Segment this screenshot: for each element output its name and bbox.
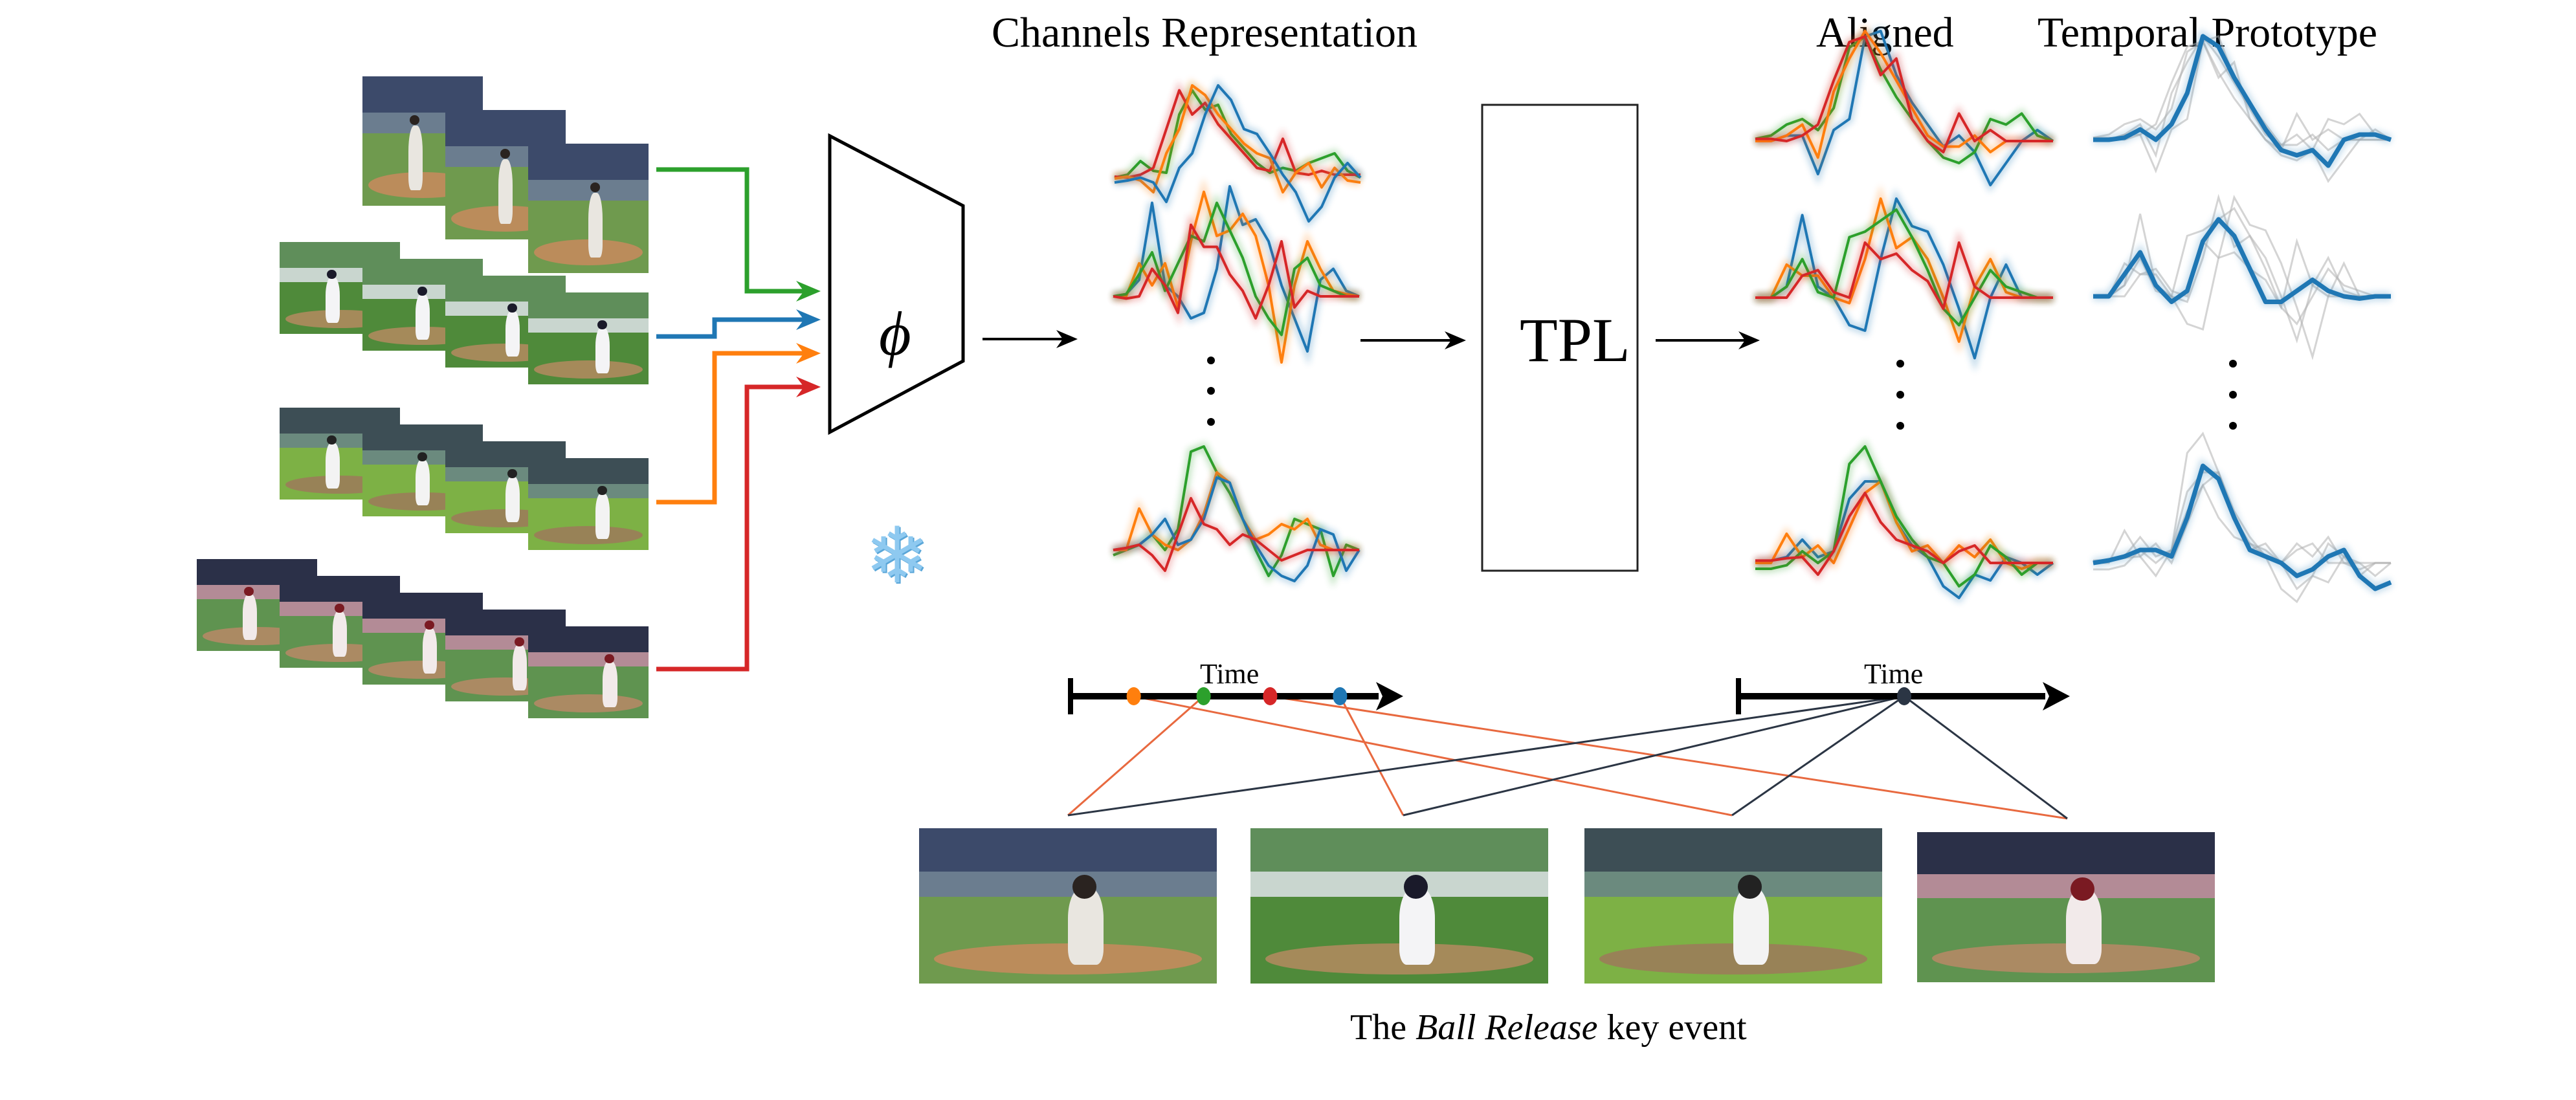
curve-red (1755, 492, 2053, 576)
curve-orange (1113, 190, 1360, 364)
raw-channel-1 (1113, 78, 1364, 228)
arrow-channels-to-tpl (1360, 331, 1466, 349)
ellipsis-aligned (1896, 360, 1904, 430)
curve-red (1755, 241, 2053, 310)
video-frame-thumbnail (528, 458, 649, 550)
link-aligned-to-frame (1403, 695, 1905, 817)
curve-green (1755, 35, 2054, 164)
link-raw-to-frame (1133, 695, 1733, 817)
curve-green (1755, 445, 2053, 588)
video-frame-thumbnail (528, 626, 649, 718)
prototype-curve (2093, 463, 2392, 591)
curve-red (1755, 35, 2053, 153)
raw-channel-2 (1112, 177, 1361, 366)
aligned-plot (1754, 23, 2056, 604)
member-curve (2093, 432, 2391, 591)
key-event-frame (919, 828, 1217, 984)
encoder-phi (828, 133, 965, 435)
caption-prefix: The (1350, 1007, 1416, 1048)
correspondence-links (1067, 695, 2068, 820)
curve-blue (1755, 197, 2053, 360)
channels-representation-plot (1111, 78, 1364, 588)
key-event-frame (1917, 832, 2215, 982)
curve-blue (1114, 84, 1362, 223)
curve-glow (1114, 79, 1361, 201)
ellipsis-prototype (2229, 360, 2237, 430)
curve-green (1113, 201, 1359, 336)
caption: The Ball Release key event (1350, 1009, 1747, 1046)
curve-glow (1755, 31, 2053, 159)
key-event-frame (1250, 828, 1548, 984)
link-aligned-to-frame (1904, 695, 2068, 820)
video-frame-thumbnail (528, 292, 649, 384)
aligned-channel-2 (1755, 184, 2053, 373)
stream-arrows (656, 167, 821, 672)
prototype-channel-N (2092, 432, 2393, 604)
timeline-marker-orange (1126, 687, 1141, 705)
ellipsis-channels (1207, 357, 1215, 426)
link-raw-to-frame (1339, 696, 1405, 816)
timeline-marker-red (1263, 687, 1278, 705)
arrow-encoder-to-channels (983, 330, 1078, 348)
snowflake-icon: ❄ (865, 511, 930, 601)
temporal-prototype-plot (2092, 28, 2393, 604)
stream-arrow-green (656, 167, 821, 302)
aligned-channel-N (1755, 439, 2056, 604)
timeline-marker-anchor (1897, 687, 1911, 705)
prototype-channel-2 (2093, 193, 2391, 360)
curve-blue (1113, 476, 1360, 582)
prototype-channel-1 (2093, 28, 2393, 183)
prototype-glow (2093, 28, 2393, 173)
curve-green (1755, 208, 2053, 327)
member-curve (2093, 39, 2392, 162)
encoder-symbol: ϕ (879, 299, 911, 368)
link-raw-to-frame (1270, 695, 2068, 820)
aligned-channel-1 (1754, 23, 2056, 193)
left-time-label: Time (1200, 658, 1260, 690)
curve-red (1113, 497, 1359, 572)
timeline-marker-green (1196, 687, 1211, 705)
prototype-curve (2093, 34, 2392, 168)
right-time-label: Time (1864, 658, 1924, 690)
arrow-tpl-to-aligned (1656, 331, 1760, 349)
prototype-glow (2093, 212, 2391, 308)
tpl-module (1481, 104, 1639, 572)
title-temporal-prototype: Temporal Prototype (2037, 9, 2378, 56)
prototype-curve (2093, 217, 2391, 304)
stream-arrow-red (656, 377, 821, 672)
stream-arrow-blue (656, 309, 821, 339)
raw-channel-N (1111, 441, 1363, 588)
timeline-marker-blue (1333, 687, 1348, 705)
caption-event-name: Ball Release (1416, 1007, 1598, 1048)
link-aligned-to-frame (1731, 695, 1905, 817)
key-event-frame (1584, 828, 1882, 984)
left-timeline (1068, 678, 1403, 714)
caption-suffix: key event (1597, 1007, 1747, 1048)
link-raw-to-frame (1067, 695, 1205, 817)
member-curve (2093, 195, 2391, 360)
curve-red (1114, 89, 1360, 179)
right-timeline (1736, 678, 2070, 714)
video-frame-thumbnail (528, 144, 649, 273)
prototype-glow (2092, 457, 2393, 595)
link-aligned-to-frame (1067, 695, 1905, 817)
tpl-label: TPL (1520, 305, 1630, 375)
title-channels-representation: Channels Representation (992, 9, 1418, 56)
stream-arrow-orange (656, 343, 821, 505)
curve-red (1113, 223, 1359, 320)
